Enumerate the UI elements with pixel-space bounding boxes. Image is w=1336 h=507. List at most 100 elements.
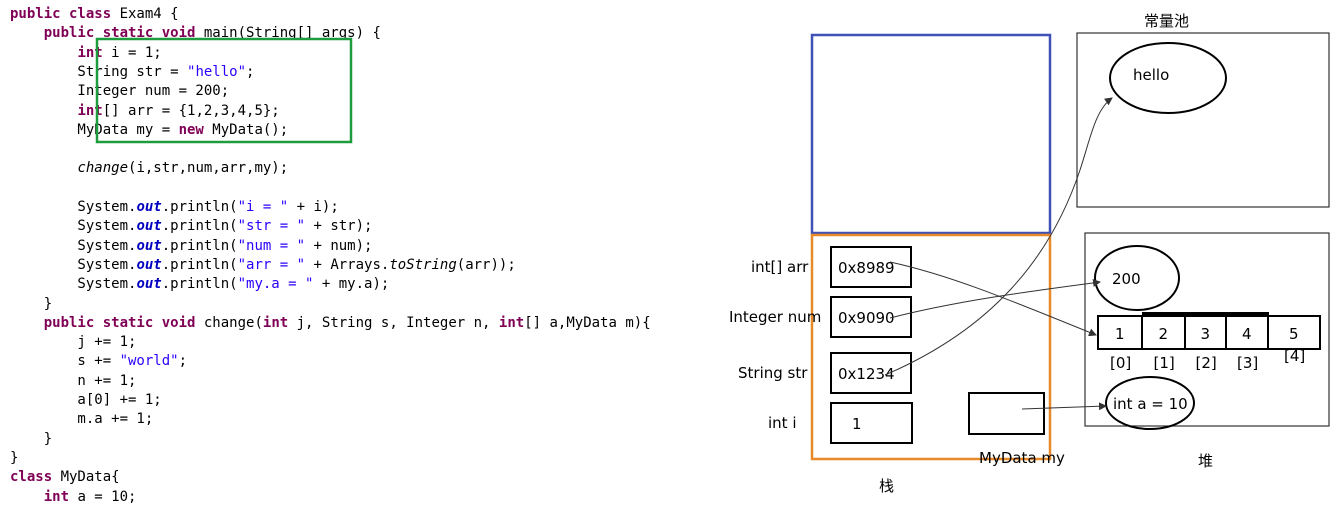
code-line: } xyxy=(10,295,52,314)
code-token: .println( xyxy=(161,276,238,293)
code-token: out xyxy=(136,276,162,293)
array-cells: 1 [0] 2 [1] 3 [2] 4 [3] 5 [4] xyxy=(1097,315,1321,372)
array-cell-value: 2 xyxy=(1159,325,1169,343)
array-index-label: [3] xyxy=(1237,354,1258,372)
array-top-bar xyxy=(1142,312,1269,316)
code-token: (i,str,num,arr,my); xyxy=(128,160,289,177)
constant-pool-box xyxy=(1076,32,1330,208)
code-token: int xyxy=(498,314,525,331)
code-token: j, String s, Integer n, xyxy=(296,314,499,331)
code-token: public class xyxy=(10,6,120,22)
code-token: out xyxy=(136,199,162,215)
array-cell-value: 1 xyxy=(1115,325,1125,343)
stack-var-box xyxy=(830,402,913,444)
code-token: + Arrays. xyxy=(305,256,390,273)
mydata-field-text: int a = 10 xyxy=(1113,395,1188,413)
heap-box xyxy=(1084,232,1330,427)
hello-string-text: hello xyxy=(1133,66,1169,84)
code-token: System. xyxy=(10,218,137,235)
stack-var-label: Integer num xyxy=(729,308,821,326)
code-line: } xyxy=(10,449,18,468)
code-token: n += 1; xyxy=(10,372,137,389)
code-token: j += 1; xyxy=(10,334,137,351)
array-index-label: [1] xyxy=(1154,354,1175,372)
code-line: System.out.println("str = " + str); xyxy=(10,217,372,236)
array-cell-value: 5 xyxy=(1289,325,1299,343)
code-token: ; xyxy=(246,63,255,80)
code-token: out xyxy=(136,237,162,254)
code-highlight-box xyxy=(95,37,353,144)
code-token: Exam4 { xyxy=(119,6,179,22)
code-token: } xyxy=(10,449,19,466)
code-token: + num); xyxy=(305,237,373,254)
stack-title: 栈 xyxy=(879,477,894,495)
code-line: public static void main(String[] args) { xyxy=(10,24,381,43)
code-token: out xyxy=(136,218,162,235)
stack-var-box xyxy=(830,352,912,394)
array-cell-value: 3 xyxy=(1201,325,1211,343)
code-token: .println( xyxy=(161,237,238,254)
code-token: MyData{ xyxy=(60,469,120,486)
integer-object-ellipse xyxy=(1094,245,1180,311)
code-token: i = 1; xyxy=(111,44,162,61)
code-token: public static void xyxy=(43,25,204,42)
code-token: change xyxy=(77,160,129,177)
arrow-arr-to-array xyxy=(889,261,1097,337)
mydata-ref-box xyxy=(968,392,1045,435)
stack-frame xyxy=(810,233,1052,461)
code-token: System. xyxy=(10,256,137,273)
stack-var-label: String str xyxy=(738,364,808,382)
array-cell xyxy=(1267,315,1321,350)
code-token: change( xyxy=(203,314,263,331)
code-token: String str = xyxy=(10,63,188,80)
code-token: new xyxy=(178,121,213,138)
code-token: a[0] += 1; xyxy=(10,392,162,408)
code-token: [] a,MyData m){ xyxy=(524,314,651,331)
constant-pool-title: 常量池 xyxy=(1144,12,1189,30)
mydata-ref-label: MyData my xyxy=(979,449,1065,467)
code-token: s += xyxy=(10,353,120,370)
code-line: class MyData{ xyxy=(10,468,120,487)
code-line: } xyxy=(10,430,52,449)
main-method-frame xyxy=(810,33,1052,235)
code-line: MyData my = new MyData(); xyxy=(10,121,288,140)
integer-object-text: 200 xyxy=(1112,270,1141,288)
code-token: public static void xyxy=(43,314,204,331)
code-token: toString xyxy=(389,256,457,273)
code-token: "world" xyxy=(119,353,179,370)
code-token: out xyxy=(136,256,162,273)
array-index-label: [4] xyxy=(1284,347,1305,365)
code-token: MyData my = xyxy=(10,121,179,138)
code-line: System.out.println("num = " + num); xyxy=(10,237,372,256)
code-line: m.a += 1; xyxy=(10,410,153,429)
code-token: "hello" xyxy=(187,63,247,80)
arrow-str-to-hello xyxy=(884,97,1113,376)
code-token: ; xyxy=(178,353,188,370)
stack-var-label: int[] arr xyxy=(751,258,809,276)
code-token: [] arr = {1,2,3,4,5}; xyxy=(102,102,280,119)
stack-var-box xyxy=(830,296,912,338)
code-token: + my.a); xyxy=(313,276,390,293)
array-index-label: [2] xyxy=(1196,354,1217,372)
array-index-label: [0] xyxy=(1110,354,1131,372)
code-token: + str); xyxy=(305,218,373,235)
code-token: .println( xyxy=(161,218,238,235)
arrow-num-to-200 xyxy=(889,278,1101,319)
code-line: String str = "hello"; xyxy=(10,63,254,82)
code-token: } xyxy=(10,295,53,312)
code-token: } xyxy=(10,430,53,447)
code-token: (arr)); xyxy=(456,256,516,273)
code-token: "str = " xyxy=(237,218,306,235)
stack-var-value: 0x9090 xyxy=(838,309,895,327)
code-token: System. xyxy=(10,237,137,254)
code-line: System.out.println("i = " + i); xyxy=(10,198,338,217)
code-token: "arr = " xyxy=(237,256,306,273)
code-line: public class Exam4 { xyxy=(10,5,179,24)
code-token: MyData(); xyxy=(212,121,289,138)
arrow-my-to-mydata xyxy=(1021,402,1107,411)
array-cell-value: 4 xyxy=(1242,325,1252,343)
code-token: "my.a = " xyxy=(237,276,314,293)
code-line: change(i,str,num,arr,my); xyxy=(10,159,288,178)
